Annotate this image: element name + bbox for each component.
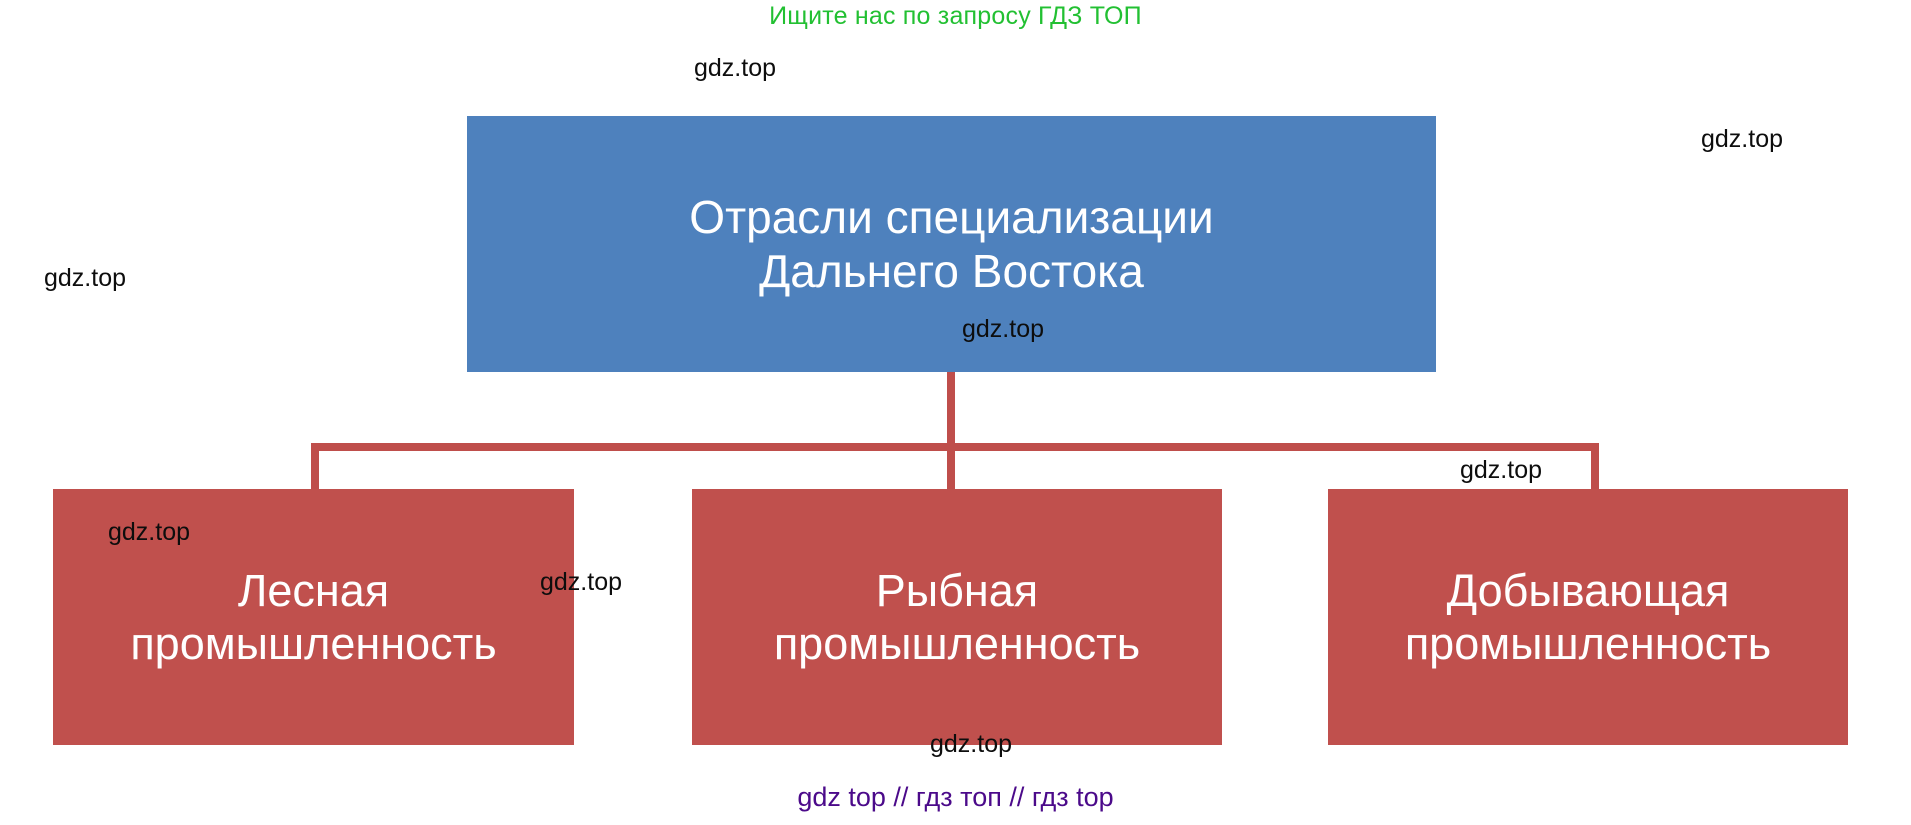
watermark-gdz-top: gdz.top [930,730,1013,758]
node-root-label-line2: Дальнего Востока [759,245,1144,297]
connector-drop-right [1591,443,1599,491]
node-leaf-label-line2: промышленность [1404,618,1772,669]
node-leaf-label: Рыбная промышленность [774,564,1140,670]
watermark-gdz-top: gdz.top [1701,125,1784,153]
node-leaf-mining-industry[interactable]: Добывающая промышленность [1328,489,1848,745]
node-leaf-label-line2: промышленность [130,618,497,669]
node-leaf-fishing-industry[interactable]: Рыбная промышленность [692,489,1222,745]
connector-horizontal-bar [311,443,1599,451]
footer-brand-links[interactable]: gdz top // гдз топ // гдз top [797,782,1114,812]
node-leaf-forest-industry[interactable]: Лесная промышленность [53,489,574,745]
node-leaf-label-line1: Лесная [237,564,390,616]
node-leaf-label-line1: Добывающая [1446,564,1730,616]
connector-root-stem [947,372,955,450]
node-root-specialization-industries[interactable]: Отрасли специализации Дальнего Востока [467,116,1436,372]
watermark-gdz-top: gdz.top [1460,456,1543,484]
connector-drop-left [311,443,319,491]
node-root-label-line1: Отрасли специализации [689,190,1214,243]
node-leaf-label-line2: промышленность [773,618,1141,669]
node-leaf-label: Добывающая промышленность [1405,564,1771,670]
connector-drop-center [947,443,955,491]
watermark-gdz-top: gdz.top [962,315,1045,343]
watermark-gdz-top: gdz.top [108,518,191,546]
node-leaf-label-line1: Рыбная [875,564,1039,616]
watermark-gdz-top: gdz.top [44,264,127,292]
watermark-gdz-top: gdz.top [540,568,623,596]
node-leaf-label: Лесная промышленность [130,564,496,670]
promo-banner-text: Ищите нас по запросу ГДЗ ТОП [769,2,1142,30]
node-root-label: Отрасли специализации Дальнего Востока [689,190,1213,299]
watermark-gdz-top: gdz.top [694,54,777,82]
